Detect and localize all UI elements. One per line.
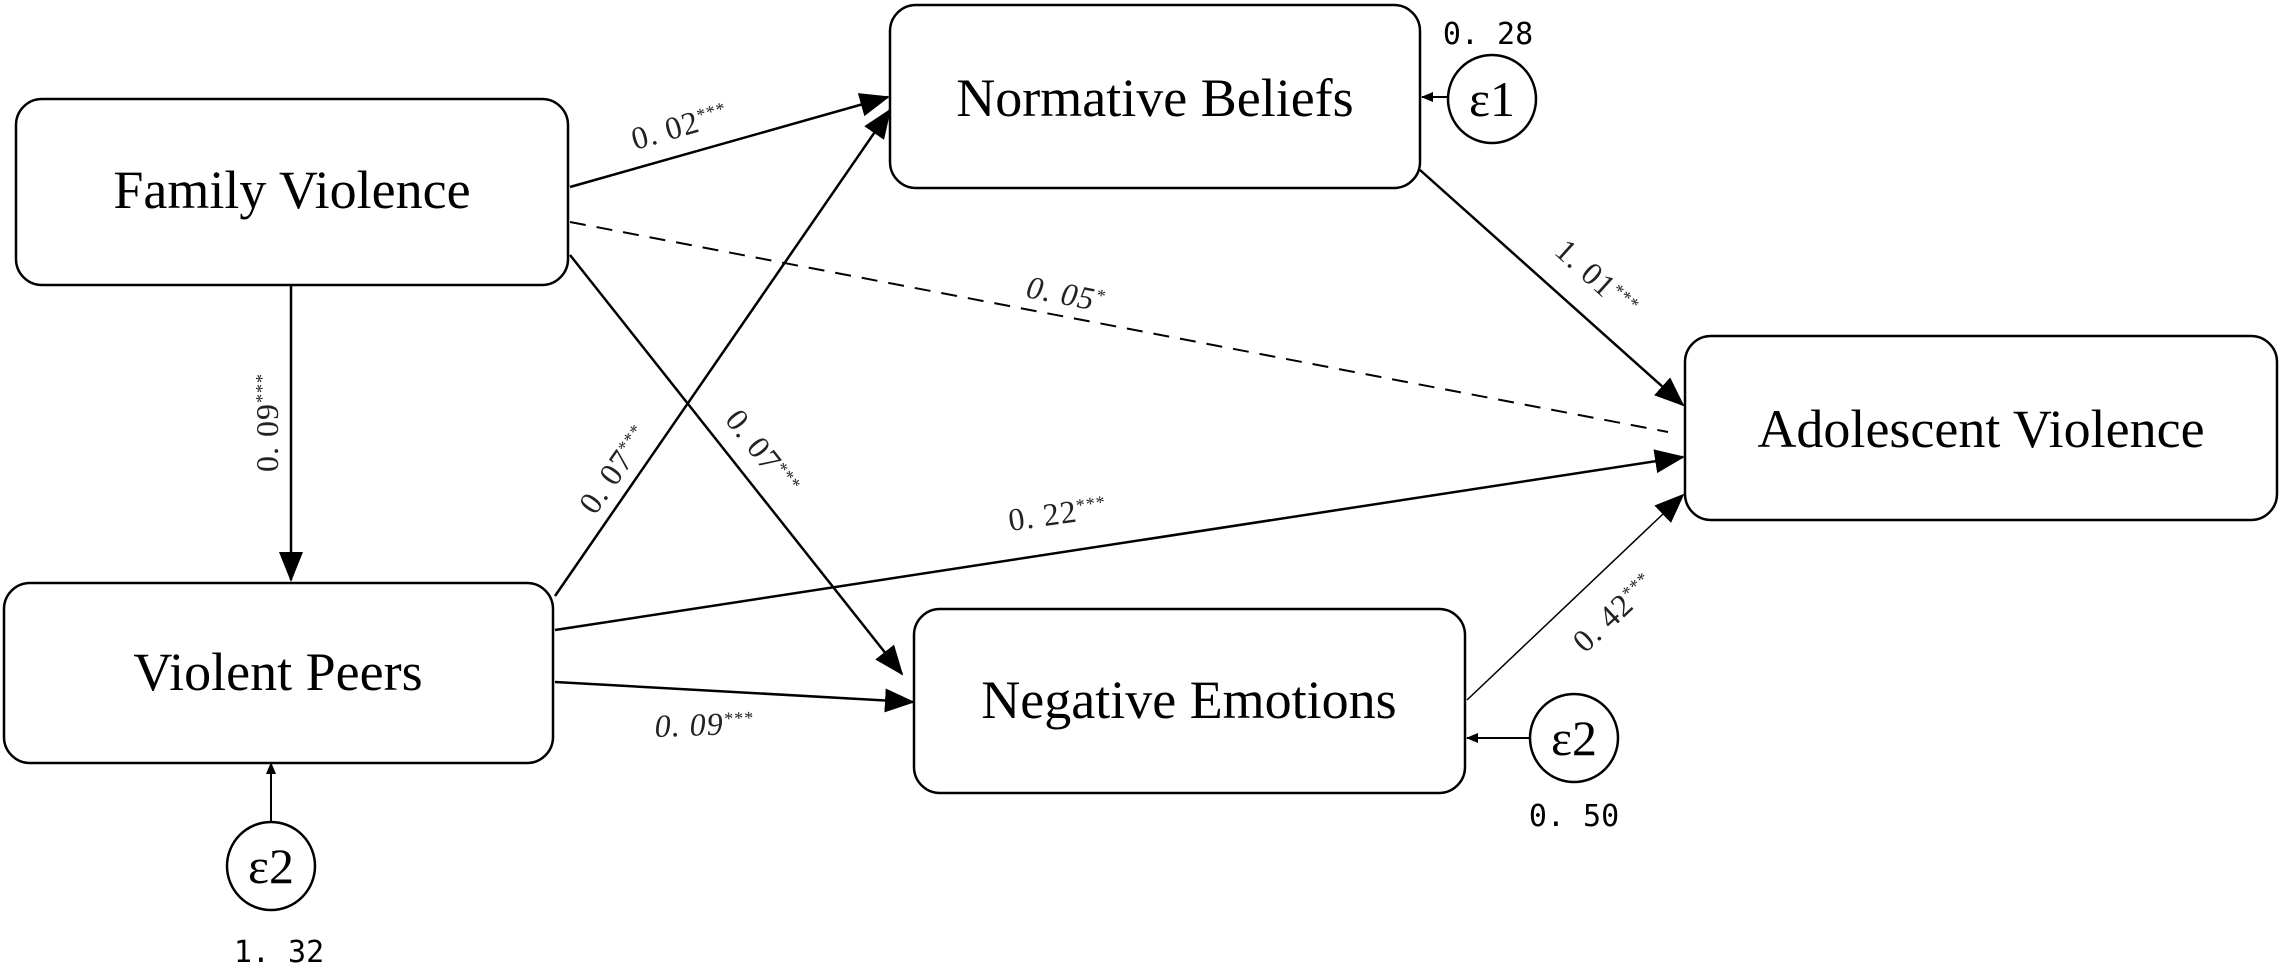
node-negative-emotions: Negative Emotions bbox=[912, 607, 1467, 795]
coef-family-to-beliefs: 0. 02*** bbox=[627, 95, 732, 157]
path-family-to-adolescent bbox=[569, 221, 1669, 433]
path-peers-to-emotions bbox=[554, 680, 915, 713]
error-term-peers: ε2 bbox=[225, 820, 317, 912]
path-emotions-to-adolescent bbox=[1466, 493, 1685, 701]
node-normative-beliefs-label: Normative Beliefs bbox=[956, 68, 1353, 128]
error-variance-beliefs: 0. 28 bbox=[1443, 17, 1533, 52]
node-family-violence: Family Violence bbox=[14, 97, 570, 287]
error-variance-emotions: 0. 50 bbox=[1529, 799, 1619, 834]
path-family-to-emotions bbox=[569, 254, 904, 676]
node-normative-beliefs: Normative Beliefs bbox=[888, 3, 1422, 190]
coef-emotions-to-adolescent: 0. 42*** bbox=[1565, 565, 1662, 659]
error-term-beliefs-label: ε1 bbox=[1469, 71, 1515, 127]
error-term-peers-label: ε2 bbox=[248, 838, 294, 894]
coef-family-to-emotions: 0. 07*** bbox=[718, 402, 807, 502]
node-family-violence-label: Family Violence bbox=[113, 160, 470, 220]
node-adolescent-violence: Adolescent Violence bbox=[1683, 334, 2279, 522]
coef-peers-to-emotions: 0. 09*** bbox=[654, 705, 754, 744]
error-variance-peers: 1. 32 bbox=[234, 935, 324, 970]
node-negative-emotions-label: Negative Emotions bbox=[981, 670, 1396, 730]
path-family-to-beliefs bbox=[569, 93, 890, 189]
node-violent-peers: Violent Peers bbox=[2, 581, 555, 765]
error-term-beliefs: ε1 bbox=[1446, 53, 1538, 145]
path-beliefs-to-adolescent bbox=[1419, 169, 1685, 407]
path-peers-to-adolescent bbox=[554, 449, 1685, 632]
coef-family-to-peers: 0. 09*** bbox=[249, 373, 285, 472]
error-term-emotions: ε2 bbox=[1528, 692, 1620, 784]
node-violent-peers-label: Violent Peers bbox=[133, 642, 422, 702]
error-term-emotions-label: ε2 bbox=[1551, 710, 1597, 766]
coef-beliefs-to-adolescent: 1. 01*** bbox=[1548, 231, 1646, 324]
coef-peers-to-adolescent: 0. 22*** bbox=[1006, 489, 1109, 538]
path-peers-to-beliefs bbox=[553, 108, 892, 597]
node-adolescent-violence-label: Adolescent Violence bbox=[1757, 399, 2204, 459]
coef-peers-to-beliefs: 0. 07*** bbox=[571, 418, 657, 520]
